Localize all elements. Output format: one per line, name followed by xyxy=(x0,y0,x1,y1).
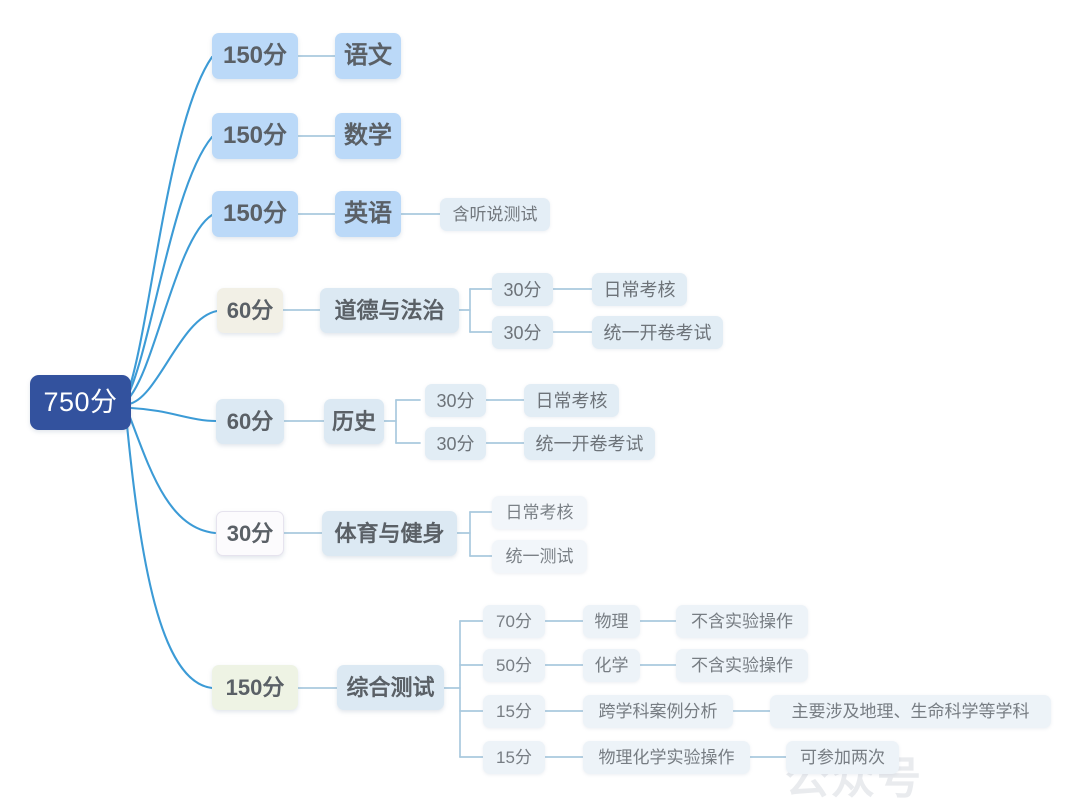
subject-node-morality[interactable]: 道德与法治 xyxy=(320,288,459,333)
score-node-chinese[interactable]: 150分 xyxy=(212,33,298,79)
score-node-morality-exam[interactable]: 30分 xyxy=(492,316,553,349)
root-node-total-score[interactable]: 750分 xyxy=(30,375,131,430)
subject-node-history[interactable]: 历史 xyxy=(324,399,384,444)
score-node-lab-operation[interactable]: 15分 xyxy=(483,741,545,774)
detail-node-chemistry[interactable]: 化学 xyxy=(583,649,640,682)
detail-node-english-listening[interactable]: 含听说测试 xyxy=(440,198,550,231)
score-node-english[interactable]: 150分 xyxy=(212,191,298,237)
detail-node-history-exam[interactable]: 统一开卷考试 xyxy=(524,427,655,460)
subject-node-chinese[interactable]: 语文 xyxy=(335,33,401,79)
score-node-interdisciplinary[interactable]: 15分 xyxy=(483,695,545,728)
detail-node-morality-exam[interactable]: 统一开卷考试 xyxy=(592,316,723,349)
detail-node-history-daily[interactable]: 日常考核 xyxy=(524,384,619,417)
subject-node-math[interactable]: 数学 xyxy=(335,113,401,159)
score-node-comprehensive[interactable]: 150分 xyxy=(212,665,298,710)
score-node-morality-daily[interactable]: 30分 xyxy=(492,273,553,306)
score-node-pe[interactable]: 30分 xyxy=(216,511,284,556)
note-node-chemistry[interactable]: 不含实验操作 xyxy=(676,649,808,682)
note-node-interdisciplinary[interactable]: 主要涉及地理、生命科学等学科 xyxy=(770,695,1051,728)
score-node-morality[interactable]: 60分 xyxy=(217,288,283,333)
note-node-physics[interactable]: 不含实验操作 xyxy=(676,605,808,638)
detail-node-lab-operation[interactable]: 物理化学实验操作 xyxy=(583,741,750,774)
detail-node-morality-daily[interactable]: 日常考核 xyxy=(592,273,687,306)
score-node-history-exam[interactable]: 30分 xyxy=(425,427,486,460)
score-node-history[interactable]: 60分 xyxy=(216,399,284,444)
score-node-physics[interactable]: 70分 xyxy=(483,605,545,638)
detail-node-interdisciplinary[interactable]: 跨学科案例分析 xyxy=(583,695,733,728)
subject-node-pe[interactable]: 体育与健身 xyxy=(322,511,457,556)
subject-node-english[interactable]: 英语 xyxy=(335,191,401,237)
subject-node-comprehensive[interactable]: 综合测试 xyxy=(337,665,444,710)
score-node-math[interactable]: 150分 xyxy=(212,113,298,159)
score-node-chemistry[interactable]: 50分 xyxy=(483,649,545,682)
note-node-lab-operation[interactable]: 可参加两次 xyxy=(786,741,899,774)
detail-node-pe-unified[interactable]: 统一测试 xyxy=(492,540,587,573)
detail-node-pe-daily[interactable]: 日常考核 xyxy=(492,496,587,529)
detail-node-physics[interactable]: 物理 xyxy=(583,605,640,638)
score-node-history-daily[interactable]: 30分 xyxy=(425,384,486,417)
